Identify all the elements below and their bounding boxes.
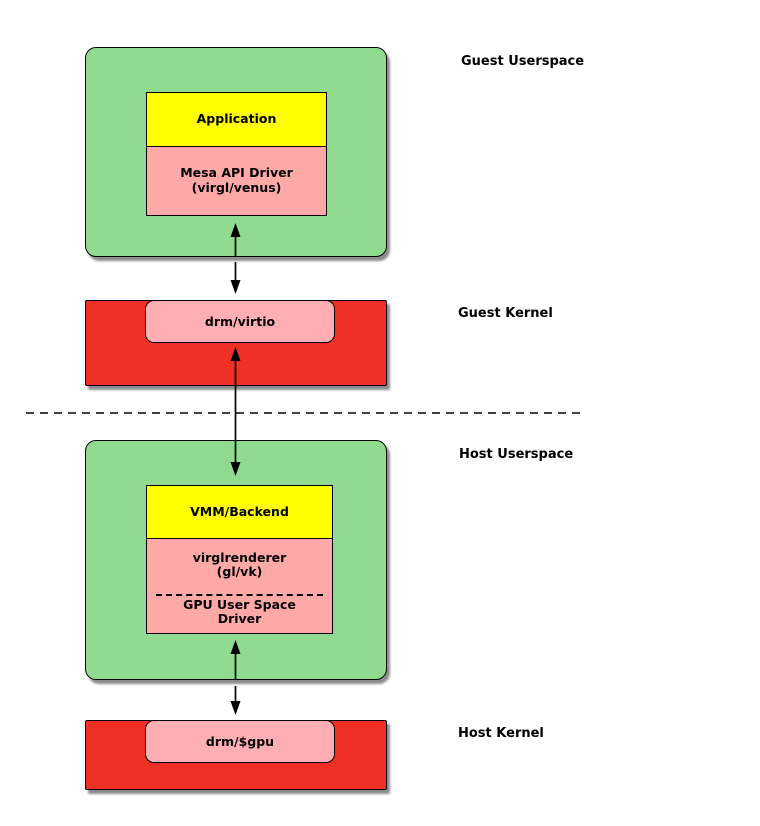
host-driver-stack: VMM/Backend virglrenderer (gl/vk) GPU Us…: [146, 485, 333, 634]
mesa-label-line1: Mesa API Driver: [180, 165, 293, 180]
drm-virtio-box: drm/virtio: [145, 300, 335, 343]
guest-driver-stack: Application Mesa API Driver (virgl/venus…: [146, 92, 327, 216]
virgl-gpu-divider-dashed-line: [156, 593, 323, 596]
gpu-driver-label-line1: GPU User Space: [183, 596, 296, 612]
drm-gpu-label: drm/$gpu: [205, 734, 275, 749]
guest-userspace-label: Guest Userspace: [461, 54, 585, 69]
mesa-api-driver-box: Mesa API Driver (virgl/venus): [146, 145, 327, 216]
host-kernel-label: Host Kernel: [458, 726, 544, 741]
mesa-label-line2: (virgl/venus): [191, 179, 282, 195]
gpu-driver-label-line2: Driver: [217, 611, 262, 627]
virglrenderer-label-line2: (gl/vk): [216, 564, 263, 580]
drm-virtio-label: drm/virtio: [204, 314, 276, 329]
virglrenderer-box: virglrenderer (gl/vk) GPU User Space Dri…: [146, 537, 333, 634]
vmm-backend-label: VMM/Backend: [190, 503, 289, 519]
application-label: Application: [196, 111, 277, 127]
guest-kernel-label: Guest Kernel: [458, 306, 553, 321]
virglrenderer-label-line1: virglrenderer: [192, 549, 287, 565]
drm-gpu-box: drm/$gpu: [145, 720, 335, 763]
gpu-userspace-driver-section: GPU User Space Driver: [147, 592, 332, 632]
vmm-backend-box: VMM/Backend: [146, 485, 333, 539]
virglrenderer-section: virglrenderer (gl/vk): [147, 539, 332, 593]
host-userspace-label: Host Userspace: [459, 447, 574, 462]
application-box: Application: [146, 92, 327, 147]
